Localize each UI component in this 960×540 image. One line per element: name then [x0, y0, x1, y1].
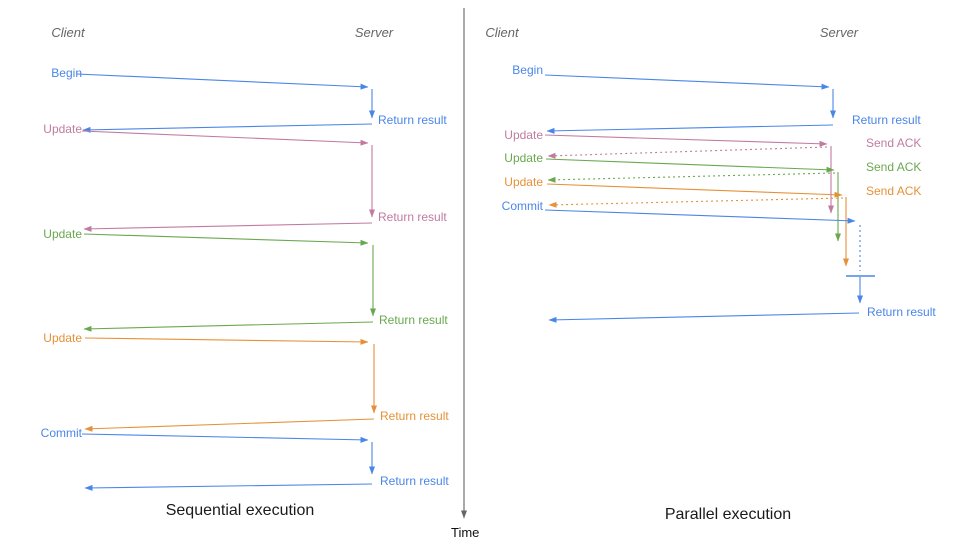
- par-update1-request-line: [544, 134, 828, 147]
- seq-update2-label: Update: [43, 227, 82, 241]
- seq-begin-response-line: [82, 123, 373, 133]
- par-update2-ack-label: Send ACK: [866, 160, 922, 174]
- seq-commit-response-label: Return result: [380, 474, 449, 488]
- seq-server-header: Server: [354, 25, 394, 40]
- seq-update2-request-line: [83, 233, 369, 246]
- seq-update3-label: Update: [43, 331, 82, 345]
- par-update2-label: Update: [504, 151, 543, 165]
- seq-update1-request-line: [81, 130, 369, 146]
- seq-update1-response-line: [83, 222, 373, 232]
- par-update3-ack-line: [548, 197, 844, 208]
- par-update3-ack-label: Send ACK: [866, 184, 922, 198]
- par-server-header: Server: [819, 25, 859, 40]
- par-update3-request-line: [546, 183, 843, 198]
- seq-begin-request-line: [76, 73, 369, 90]
- seq-update3-response-label: Return result: [380, 409, 449, 423]
- parallel-update3-exchange: [546, 183, 849, 267]
- seq-update1-label: Update: [43, 122, 82, 136]
- par-update2-request-line: [545, 158, 835, 173]
- parallel-begin-exchange: [544, 74, 836, 134]
- sequential-execution-caption: Sequential execution: [165, 502, 315, 519]
- par-update2-ack-line: [547, 172, 836, 183]
- sequential-update3-exchange: [84, 337, 377, 432]
- par-commit-label: Commit: [501, 199, 543, 213]
- time-axis-label: Time: [451, 525, 480, 540]
- par-update1-label: Update: [504, 128, 543, 142]
- sequential-update1-exchange: [81, 130, 375, 232]
- seq-update2-response-label: Return result: [379, 313, 448, 327]
- parallel-update2-exchange: [545, 158, 841, 242]
- parallel-execution-caption: Parallel execution: [664, 506, 792, 523]
- seq-begin-response-label: Return result: [378, 113, 447, 127]
- seq-update3-request-line: [84, 337, 369, 345]
- par-client-header: Client: [485, 25, 519, 40]
- par-commit-request-line: [544, 209, 856, 224]
- par-begin-request-line: [544, 74, 830, 90]
- sequential-commit-exchange: [81, 433, 375, 491]
- par-update1-ack-label: Send ACK: [866, 136, 922, 150]
- seq-client-header: Client: [51, 25, 85, 40]
- seq-update3-response-line: [84, 418, 375, 432]
- seq-commit-response-line: [84, 483, 373, 491]
- sequential-update2-exchange: [83, 233, 376, 332]
- par-commit-response-label: Return result: [867, 305, 936, 319]
- seq-commit-label: Commit: [40, 426, 82, 440]
- seq-update1-response-label: Return result: [378, 210, 447, 224]
- par-begin-response-line: [546, 124, 834, 134]
- par-update1-ack-line: [547, 146, 828, 159]
- seq-begin-label: Begin: [51, 66, 82, 80]
- parallel-update1-exchange: [544, 134, 834, 214]
- parallel-commit-exchange: [544, 209, 875, 323]
- par-begin-label: Begin: [512, 63, 543, 77]
- sequential-begin-exchange: [76, 73, 375, 133]
- par-commit-response-line: [548, 312, 860, 323]
- seq-update2-response-line: [83, 321, 374, 332]
- seq-commit-request-line: [81, 433, 369, 443]
- par-begin-response-label: Return result: [852, 113, 921, 127]
- par-update3-label: Update: [504, 175, 543, 189]
